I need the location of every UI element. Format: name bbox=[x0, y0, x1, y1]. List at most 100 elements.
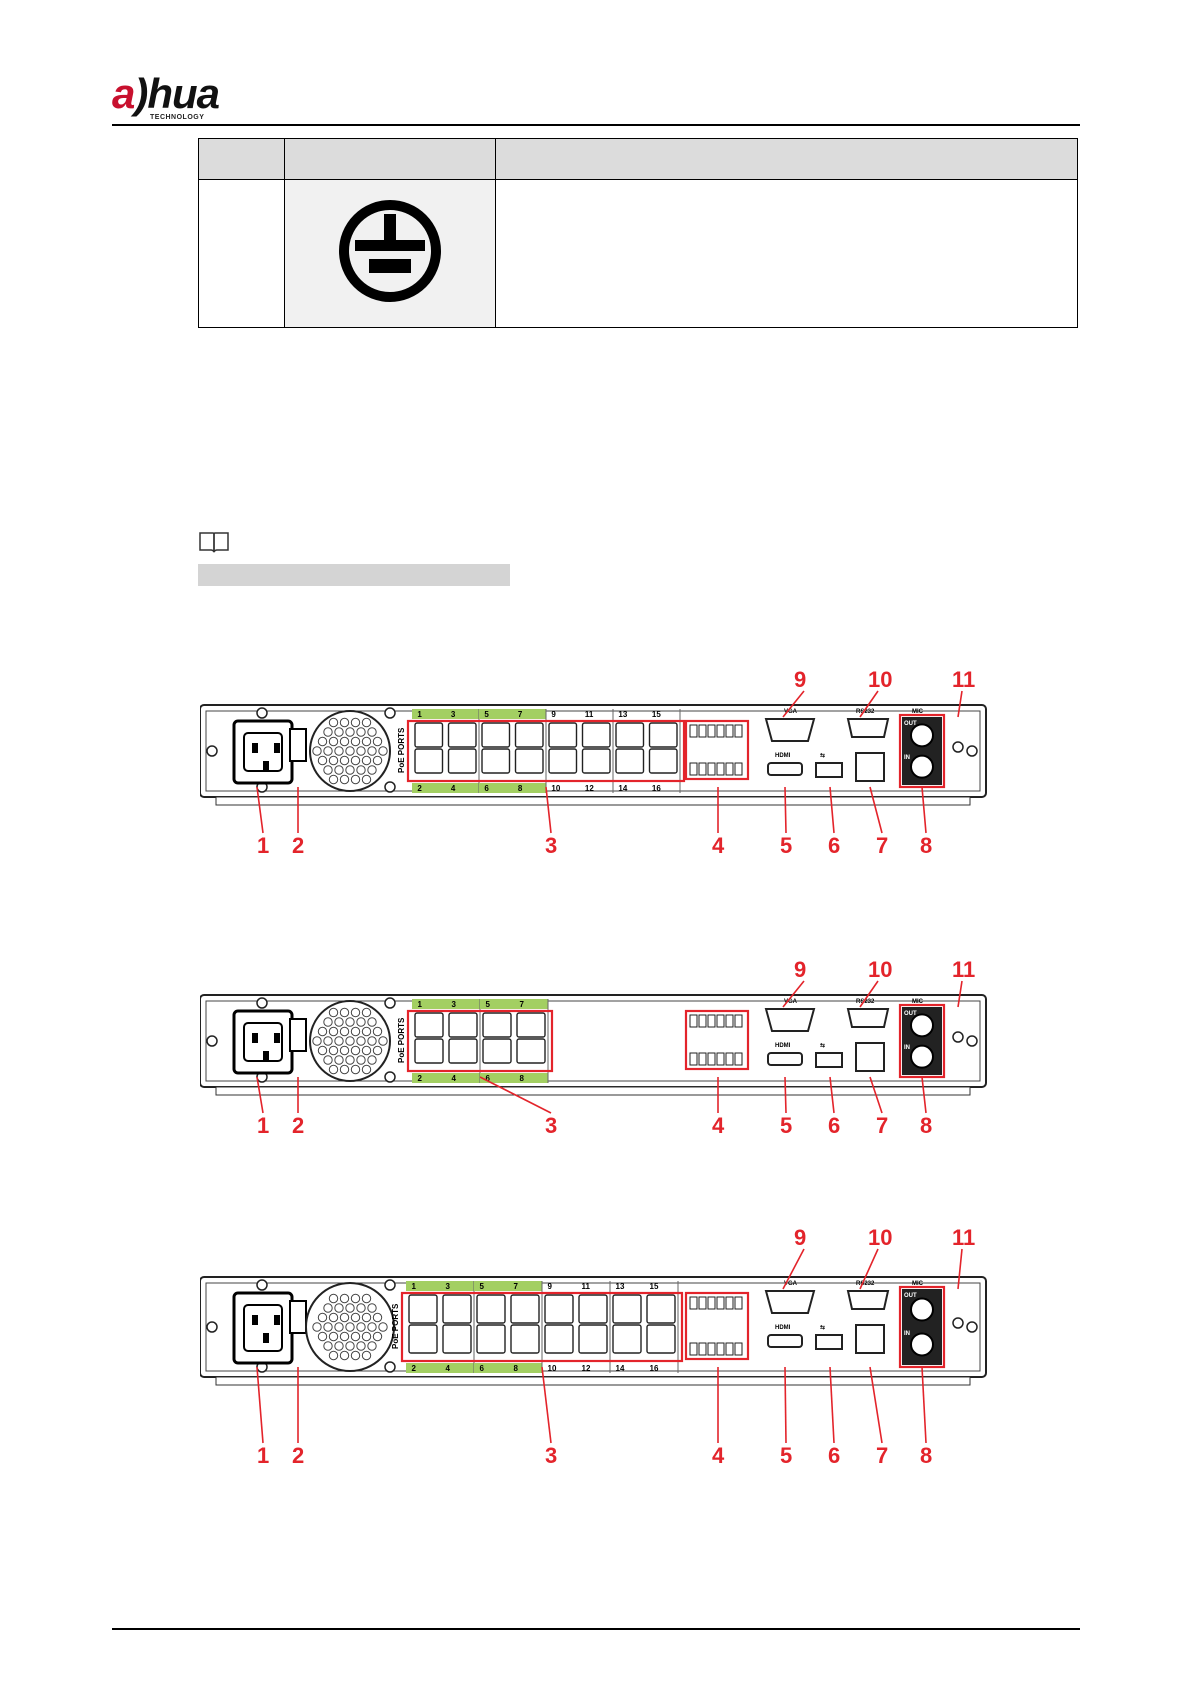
rj45-port-top bbox=[583, 723, 611, 747]
callout-number: 3 bbox=[545, 1113, 557, 1138]
poe-ports-label: PoE PORTS bbox=[397, 727, 406, 773]
port-number-bottom: 14 bbox=[616, 1364, 625, 1373]
rj45-port-bottom bbox=[449, 1039, 477, 1063]
rj45-port-top bbox=[415, 1013, 443, 1037]
port-number-bottom: 4 bbox=[446, 1364, 451, 1373]
rj45-port-top bbox=[511, 1295, 539, 1323]
usb-symbol-icon: ⇆ bbox=[820, 1041, 825, 1049]
table-header-row bbox=[199, 139, 1078, 180]
screw-icon bbox=[207, 1322, 217, 1332]
callout-number: 10 bbox=[868, 1225, 892, 1250]
fan-icon bbox=[306, 1283, 394, 1371]
table-cell bbox=[199, 180, 285, 328]
rj45-port-top bbox=[477, 1295, 505, 1323]
rj45-port-top bbox=[483, 1013, 511, 1037]
terminal-bottom bbox=[699, 1053, 706, 1065]
callout-leader bbox=[785, 1367, 786, 1443]
port-number-top: 9 bbox=[548, 1282, 553, 1291]
callout-number: 6 bbox=[828, 1443, 840, 1468]
port-number-top: 11 bbox=[582, 1282, 591, 1291]
power-socket-icon bbox=[234, 721, 292, 783]
ground-screw-icon bbox=[953, 1318, 963, 1328]
rear-panel-1: PoE PORTS13579111315246810121416VGAHDMI⇆… bbox=[200, 665, 1080, 885]
hdmi-label: HDMI bbox=[775, 1325, 791, 1331]
terminal-bottom bbox=[708, 1343, 715, 1355]
callout-number: 3 bbox=[545, 1443, 557, 1468]
port-number-top: 9 bbox=[551, 710, 556, 719]
rj45-port-top bbox=[482, 723, 510, 747]
mic-in-label: IN bbox=[904, 1045, 910, 1051]
terminal-bottom bbox=[690, 1343, 697, 1355]
table-header-cell bbox=[496, 139, 1078, 180]
callout-number: 11 bbox=[952, 957, 975, 982]
callout-number: 9 bbox=[794, 957, 806, 982]
callout-leader bbox=[785, 1077, 786, 1113]
screw-icon bbox=[257, 708, 267, 718]
mic-out-jack-icon bbox=[911, 1299, 933, 1321]
port-number-bottom: 16 bbox=[652, 784, 661, 793]
port-number-bottom: 8 bbox=[514, 1364, 519, 1373]
port-number-top: 1 bbox=[417, 710, 422, 719]
chassis-foot bbox=[216, 797, 970, 805]
lan-port-icon bbox=[856, 753, 884, 781]
terminal-top bbox=[726, 725, 733, 737]
rj45-port-top bbox=[650, 723, 678, 747]
terminal-top bbox=[690, 725, 697, 737]
usb-symbol-icon: ⇆ bbox=[820, 1323, 825, 1331]
rj45-port-bottom bbox=[415, 1039, 443, 1063]
rear-panel-3: PoE PORTS13579111315246810121416VGAHDMI⇆… bbox=[200, 1225, 1080, 1485]
port-number-top: 3 bbox=[452, 1000, 457, 1009]
ground-symbol-icon bbox=[285, 180, 495, 322]
mic-in-label: IN bbox=[904, 1331, 910, 1337]
terminal-top bbox=[735, 1015, 742, 1027]
terminal-top bbox=[690, 1297, 697, 1309]
port-number-bottom: 10 bbox=[551, 784, 560, 793]
mic-out-label: OUT bbox=[904, 721, 917, 727]
note-bar bbox=[198, 564, 510, 586]
port-number-top: 5 bbox=[486, 1000, 491, 1009]
poe-ports-label: PoE PORTS bbox=[391, 1303, 400, 1349]
callout-number: 8 bbox=[920, 1443, 932, 1468]
vga-port-icon bbox=[766, 1009, 814, 1031]
terminal-bottom bbox=[699, 1343, 706, 1355]
rj45-port-top bbox=[449, 1013, 477, 1037]
terminal-bottom bbox=[735, 1343, 742, 1355]
mic-in-label: IN bbox=[904, 755, 910, 761]
poe-ports-label: PoE PORTS bbox=[397, 1017, 406, 1063]
screw-icon bbox=[967, 746, 977, 756]
port-number-bottom: 6 bbox=[484, 784, 489, 793]
rj45-port-bottom bbox=[583, 749, 611, 773]
footer-rule bbox=[112, 1628, 1080, 1630]
screw-icon bbox=[385, 1072, 395, 1082]
callout-number: 1 bbox=[257, 1443, 269, 1468]
callout-number: 4 bbox=[712, 1443, 725, 1468]
terminal-bottom bbox=[735, 763, 742, 775]
terminal-bottom bbox=[717, 1343, 724, 1355]
power-pin-icon bbox=[263, 1333, 269, 1343]
hdmi-label: HDMI bbox=[775, 1043, 791, 1049]
usb-port-icon bbox=[816, 763, 842, 777]
rj45-port-top bbox=[616, 723, 644, 747]
rj45-port-bottom bbox=[549, 749, 577, 773]
rs232-port-icon bbox=[848, 719, 888, 737]
port-number-bottom: 2 bbox=[417, 784, 422, 793]
mic-in-jack-icon bbox=[911, 756, 933, 778]
terminal-top bbox=[735, 1297, 742, 1309]
terminal-top bbox=[708, 725, 715, 737]
mic-in-jack-icon bbox=[911, 1046, 933, 1068]
rj45-port-top bbox=[409, 1295, 437, 1323]
screw-icon bbox=[207, 1036, 217, 1046]
table-header-cell bbox=[199, 139, 285, 180]
ground-screw-icon bbox=[953, 742, 963, 752]
fan-icon bbox=[310, 1001, 390, 1081]
port-number-top: 3 bbox=[446, 1282, 451, 1291]
table-cell bbox=[496, 180, 1078, 328]
port-number-bottom: 2 bbox=[412, 1364, 417, 1373]
screw-icon bbox=[385, 998, 395, 1008]
rj45-port-top bbox=[517, 1013, 545, 1037]
rj45-port-bottom bbox=[650, 749, 678, 773]
callout-number: 6 bbox=[828, 833, 840, 858]
rj45-port-top bbox=[613, 1295, 641, 1323]
port-number-top: 1 bbox=[412, 1282, 417, 1291]
usb-symbol-icon: ⇆ bbox=[820, 751, 825, 759]
